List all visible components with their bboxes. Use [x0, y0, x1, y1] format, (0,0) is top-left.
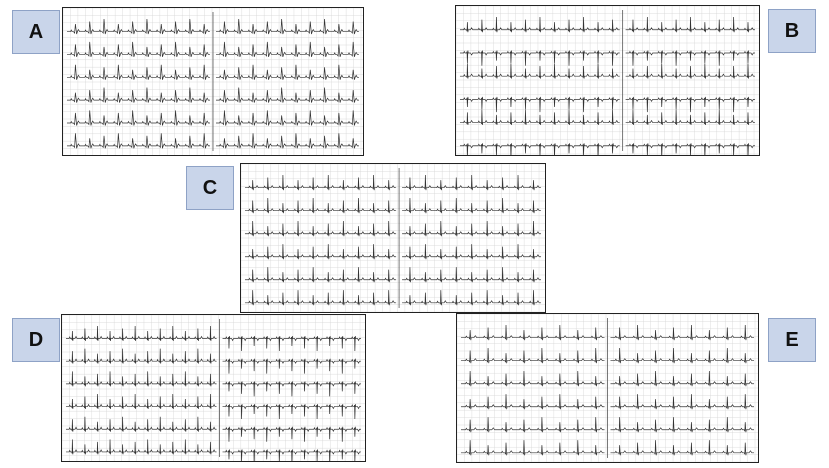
ecg-lead-trace [625, 109, 756, 126]
ecg-grid [456, 6, 759, 155]
ecg-lead-trace [402, 267, 542, 283]
ecg-lead-trace [65, 416, 217, 432]
ecg-lead-trace [222, 404, 362, 420]
ecg-trace-b [456, 6, 759, 155]
ecg-lead-trace [222, 335, 362, 351]
ecg-lead-trace [610, 348, 755, 364]
ecg-lead-trace [402, 244, 542, 260]
ecg-lead-trace [625, 17, 756, 33]
ecg-panel-c [240, 163, 546, 313]
ecg-lead-trace [402, 198, 542, 214]
ecg-lead-trace [66, 133, 211, 149]
ecg-lead-trace [66, 110, 211, 126]
ecg-lead-trace [66, 87, 211, 103]
panel-label-a: A [12, 10, 60, 54]
ecg-panel-b [455, 5, 760, 156]
ecg-lead-trace [625, 63, 756, 79]
ecg-lead-trace [244, 290, 397, 306]
ecg-lead-trace [625, 50, 756, 66]
ecg-lead-trace [215, 41, 360, 58]
ecg-lead-trace [65, 371, 217, 387]
ecg-lead-trace [459, 17, 620, 33]
ecg-trace-c [241, 164, 545, 312]
ecg-lead-trace [65, 394, 217, 410]
ecg-lead-trace [222, 426, 362, 442]
ecg-lead-trace [459, 63, 620, 79]
ecg-lead-trace [459, 50, 620, 66]
ecg-lead-trace [610, 394, 755, 410]
ecg-lead-trace [244, 221, 397, 237]
ecg-lead-trace [66, 64, 211, 80]
ecg-lead-trace [65, 325, 217, 341]
panel-label-d: D [12, 318, 60, 362]
ecg-panel-d [61, 314, 366, 462]
ecg-lead-trace [460, 371, 605, 387]
ecg-trace-e [457, 314, 758, 462]
ecg-lead-trace [402, 175, 542, 191]
ecg-lead-trace [610, 417, 755, 433]
ecg-lead-trace [65, 439, 217, 455]
ecg-lead-trace [402, 221, 542, 237]
ecg-lead-trace [222, 381, 362, 397]
ecg-lead-trace [66, 18, 211, 35]
ecg-lead-trace [459, 96, 620, 113]
ecg-lead-trace [215, 18, 360, 35]
ecg-lead-trace [244, 244, 397, 260]
ecg-lead-trace [610, 371, 755, 387]
ecg-lead-trace [460, 440, 605, 456]
ecg-lead-trace [460, 394, 605, 410]
ecg-lead-trace [222, 449, 362, 461]
ecg-lead-trace [459, 109, 620, 126]
panel-label-e: E [768, 318, 816, 362]
ecg-lead-trace [215, 133, 360, 149]
ecg-panel-a [62, 7, 364, 156]
ecg-trace-a [63, 8, 363, 155]
ecg-lead-trace [244, 175, 397, 191]
ecg-panel-e [456, 313, 759, 463]
ecg-lead-trace [610, 440, 755, 456]
ecg-lead-trace [460, 348, 605, 364]
ecg-lead-trace [222, 358, 362, 374]
ecg-lead-trace [244, 267, 397, 283]
ecg-lead-trace [65, 348, 217, 364]
ecg-lead-trace [244, 198, 397, 214]
ecg-lead-trace [460, 325, 605, 341]
ecg-trace-d [62, 315, 365, 461]
ecg-lead-trace [215, 87, 360, 103]
ecg-lead-trace [459, 143, 620, 155]
ecg-lead-trace [402, 290, 542, 306]
ecg-lead-trace [460, 417, 605, 433]
ecg-grid [62, 315, 365, 461]
ecg-lead-trace [610, 325, 755, 341]
ecg-lead-trace [215, 64, 360, 80]
ecg-grid [241, 164, 545, 312]
ecg-lead-trace [215, 110, 360, 126]
ecg-lead-trace [66, 41, 211, 58]
panel-label-c: C [186, 166, 234, 210]
panel-label-b: B [768, 9, 816, 53]
ecg-lead-trace [625, 143, 756, 155]
ecg-lead-trace [625, 96, 756, 113]
